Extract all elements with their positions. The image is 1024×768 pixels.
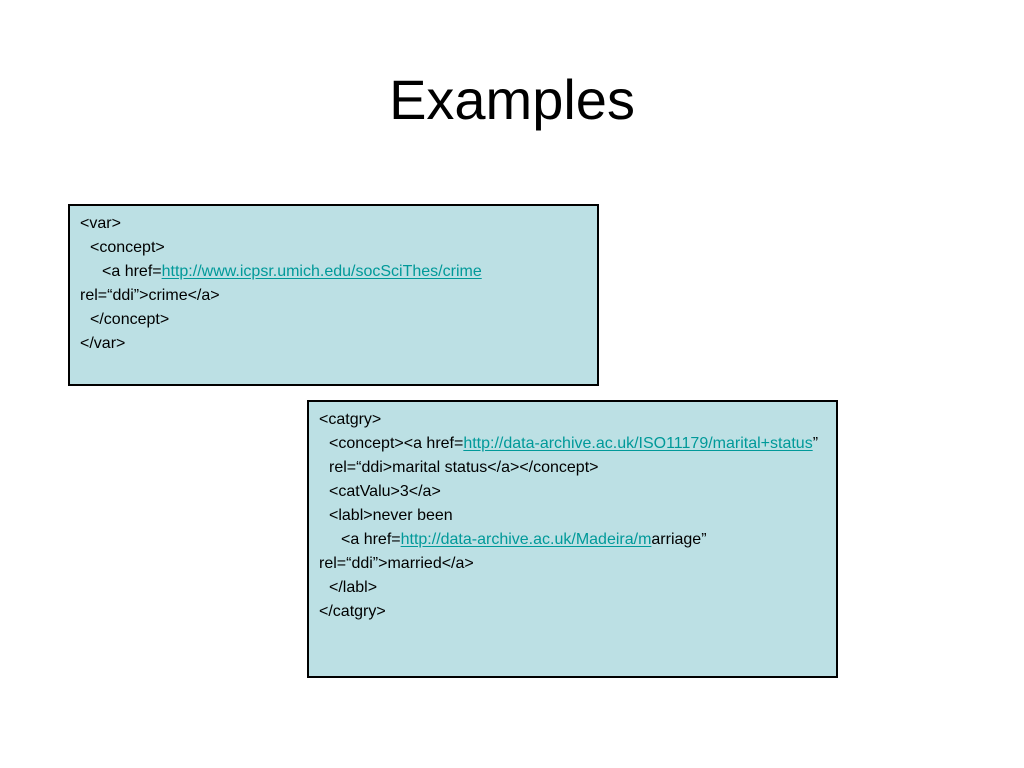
code-line: <catgry> [319,411,382,428]
code-box-var-example: <var> <concept> <a href=http://www.icpsr… [68,204,599,386]
crime-concept-link[interactable]: http://www.icpsr.umich.edu/socSciThes/cr… [161,263,482,280]
code-line: <a href=http://www.icpsr.umich.edu/socSc… [80,260,587,284]
code-line: <a href=http://data-archive.ac.uk/Madeir… [319,528,826,552]
madeira-marriage-link[interactable]: http://data-archive.ac.uk/Madeira/m [400,531,652,548]
code-box-catgry-example: <catgry> <concept><a href=http://data-ar… [307,400,838,678]
code-text: arriage” [651,531,707,548]
code-line: <var> [80,215,121,232]
code-text: <concept><a href= [329,435,464,452]
code-line: <concept> [90,239,165,256]
code-line: </catgry> [319,603,386,620]
code-line: </labl> [329,579,378,596]
code-line: <concept><a href=http://data-archive.ac.… [319,432,826,480]
code-text: <a href= [341,531,401,548]
code-line: <catValu>3</a> [329,483,441,500]
marital-status-concept-link[interactable]: http://data-archive.ac.uk/ISO11179/marit… [463,435,813,452]
code-line: </concept> [90,311,170,328]
code-line: rel=“ddi”>married</a> [319,555,474,572]
code-text: ” rel=“ddi>marital status</a></concept> [329,435,819,476]
code-text: <a href= [102,263,162,280]
slide-title: Examples [389,68,635,131]
code-line: </var> [80,335,126,352]
code-line: rel=“ddi”>crime</a> [80,287,220,304]
code-line: <labl>never been [329,507,453,524]
